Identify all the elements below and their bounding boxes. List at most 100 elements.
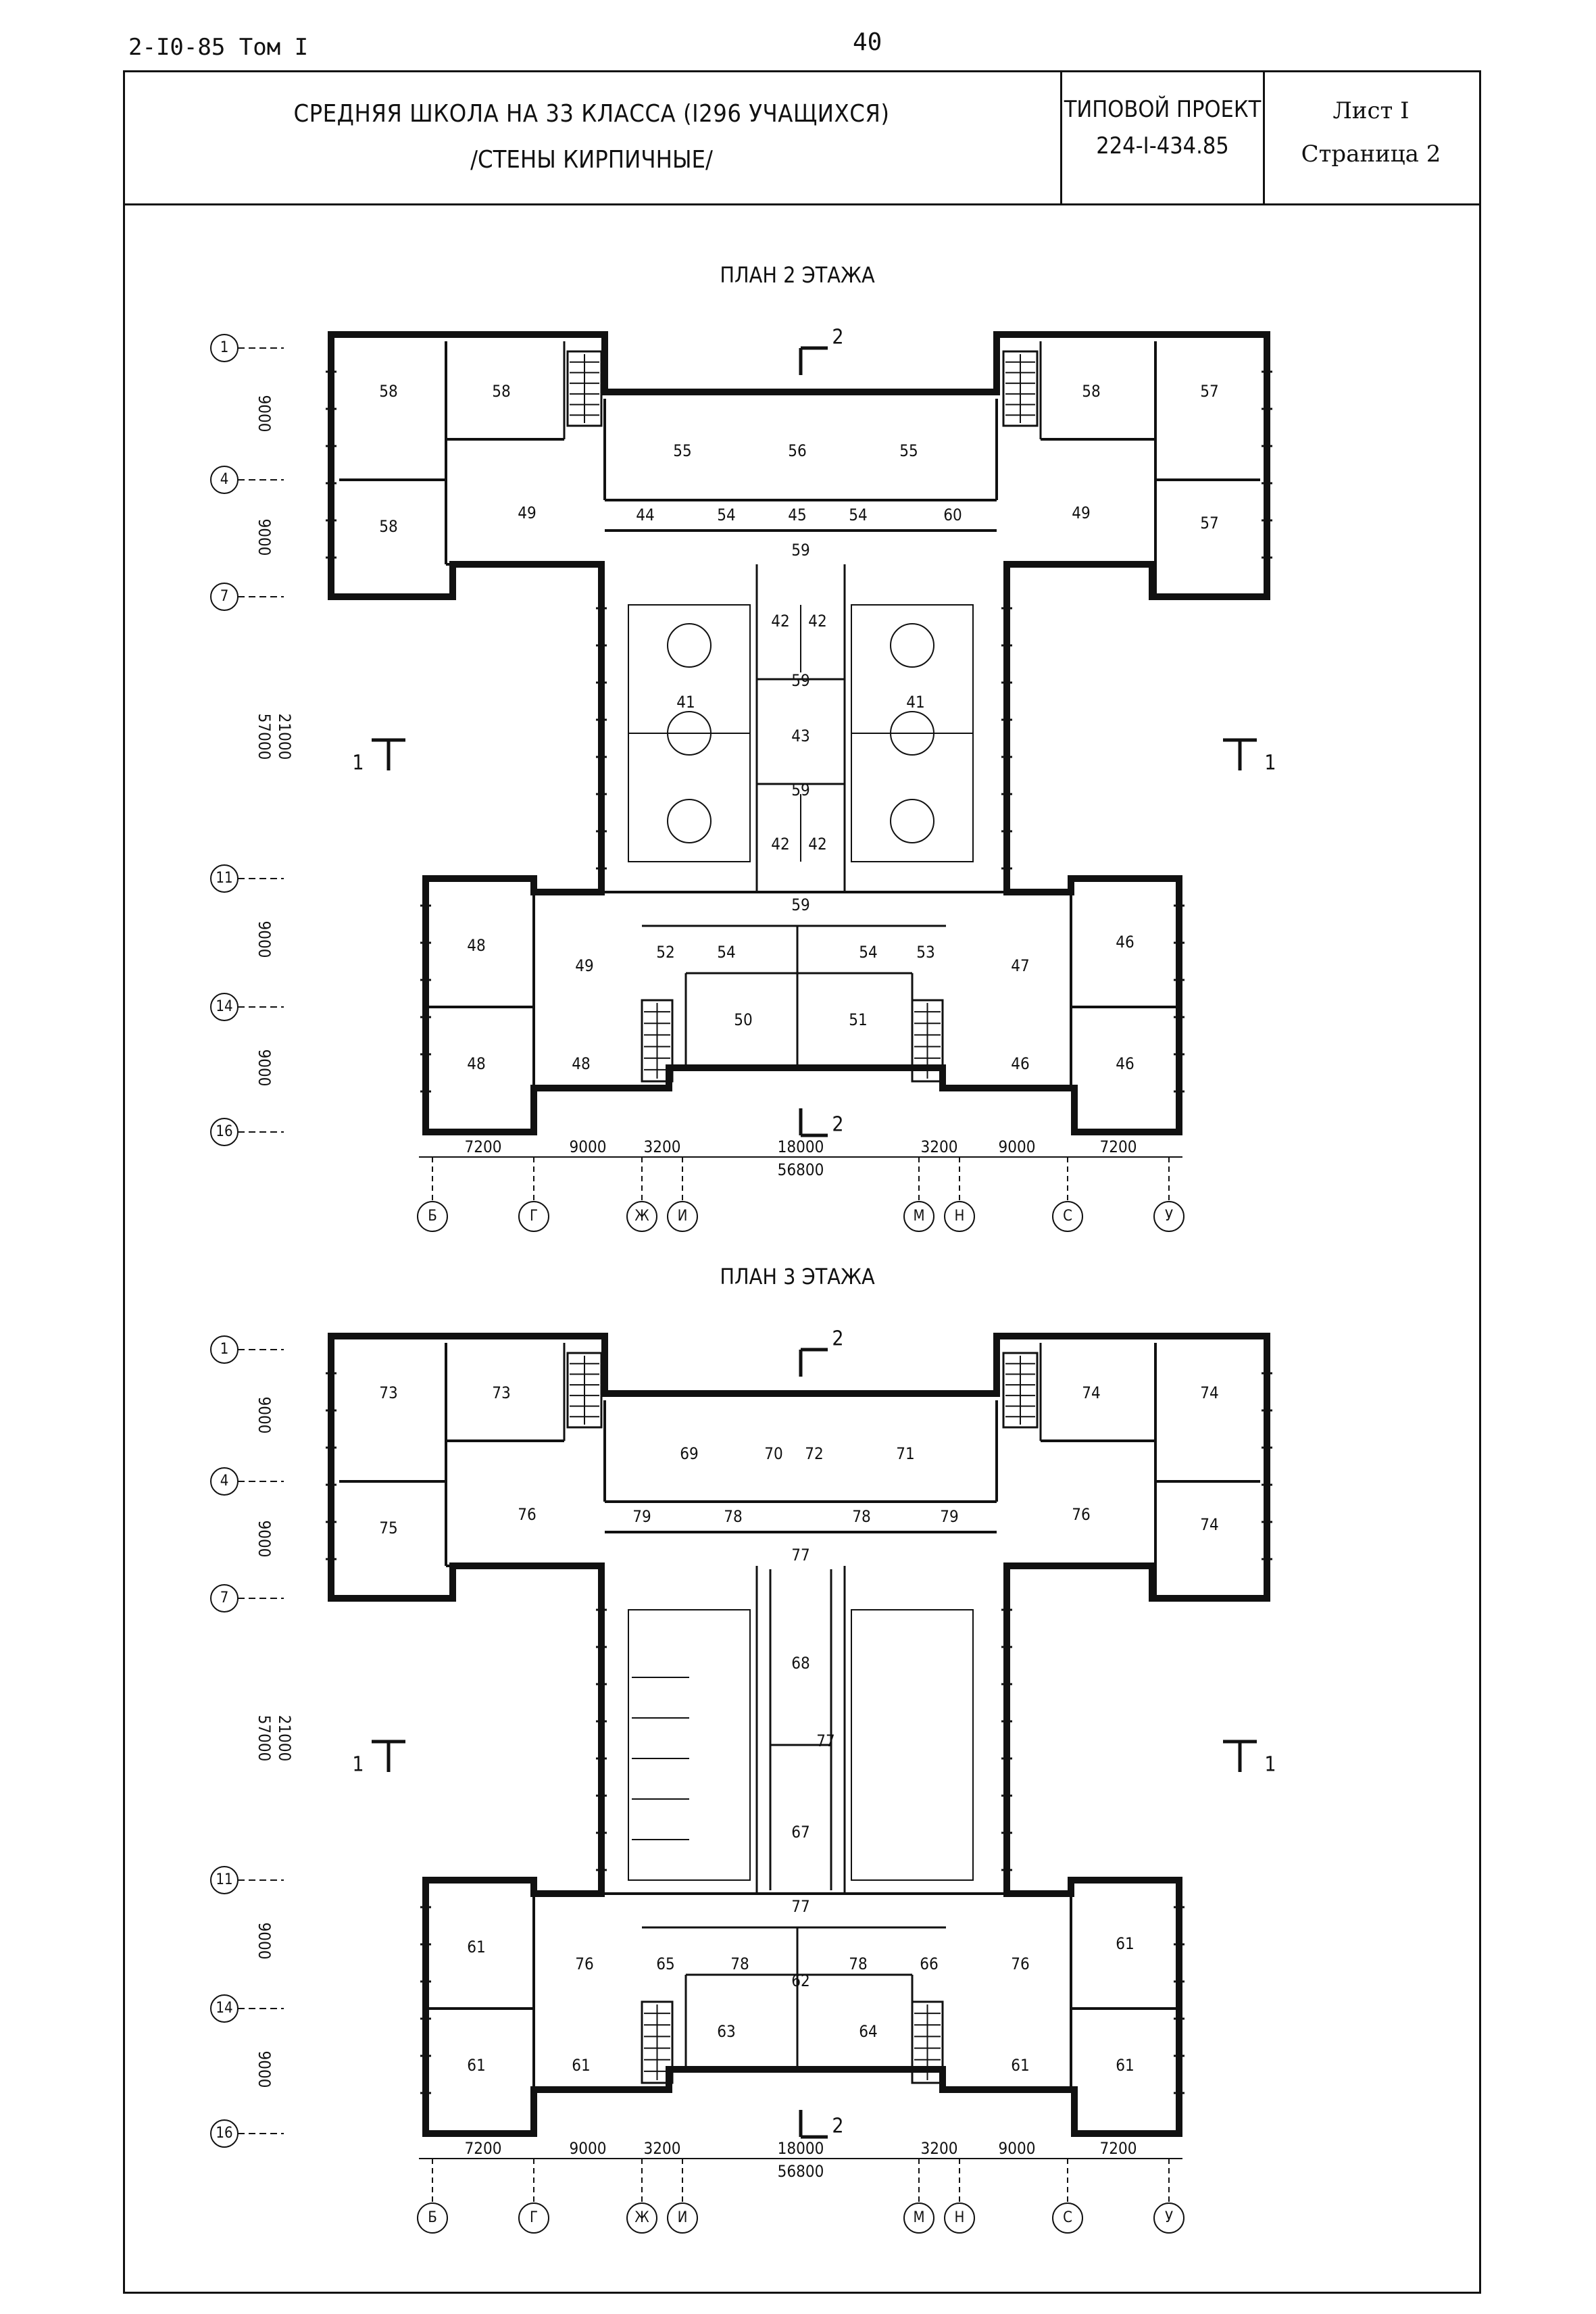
axis-bubble: [903, 2202, 934, 2234]
stair-ne: [1002, 350, 1039, 427]
court-circle: [890, 711, 934, 756]
axis-bubble: [518, 2202, 549, 2234]
stair-nw: [566, 1352, 603, 1429]
room-61: 61: [467, 2056, 485, 2075]
room-62: 62: [791, 1971, 809, 1990]
room-58: 58: [1082, 382, 1100, 401]
axis-bubble: [944, 2202, 975, 2234]
room-53: 53: [916, 943, 934, 962]
room-74: 74: [1200, 1515, 1218, 1534]
axis-label: Ж: [634, 2209, 649, 2226]
section-label: 2: [832, 1113, 843, 1137]
room-59: 59: [791, 541, 809, 560]
axis-bubble: [667, 1201, 698, 1232]
axis-label: Ж: [634, 1208, 649, 1225]
dim-label: 18000: [778, 1137, 824, 1156]
section-label: 2: [832, 1327, 843, 1351]
room-75: 75: [379, 1519, 397, 1537]
room-46: 46: [1011, 1054, 1029, 1073]
axis-label: 1: [220, 339, 229, 356]
stair-ne: [1002, 1352, 1039, 1429]
dim-label: 57000: [255, 1715, 274, 1762]
room-48: 48: [467, 936, 485, 955]
room-54: 54: [849, 506, 867, 524]
room-54: 54: [717, 506, 735, 524]
room-52: 52: [656, 943, 674, 962]
axis-label: 14: [216, 998, 232, 1015]
axis-bubble: [1052, 1201, 1083, 1232]
axis-label: 16: [216, 1123, 232, 1140]
room-76: 76: [575, 1954, 593, 1973]
dim-label: 9000: [255, 519, 274, 556]
room-42: 42: [808, 612, 826, 631]
room-49: 49: [518, 503, 536, 522]
room-59: 59: [791, 781, 809, 799]
room-77: 77: [816, 1731, 834, 1750]
axis-bubble: [417, 2202, 448, 2234]
room-54: 54: [717, 943, 735, 962]
page-number: 40: [853, 28, 882, 56]
page-label: Страница 2: [1301, 141, 1441, 168]
room-58: 58: [379, 382, 397, 401]
axis-label: С: [1063, 1208, 1072, 1225]
room-50: 50: [734, 1010, 752, 1029]
room-42: 42: [771, 612, 789, 631]
dim-label: 9000: [255, 395, 274, 433]
room-42: 42: [771, 835, 789, 854]
section-label: 1: [352, 752, 364, 775]
axis-bubble: [626, 1201, 657, 1232]
building-outline: [328, 1333, 1270, 2137]
axis-label: 1: [220, 1341, 229, 1358]
axis-label: И: [678, 2209, 688, 2226]
room-55: 55: [673, 441, 691, 460]
room-59: 59: [791, 671, 809, 690]
room-76: 76: [518, 1505, 536, 1524]
axis-label: 16: [216, 2125, 232, 2142]
title-block: СРЕДНЯЯ ШКОЛА НА 33 КЛАССА (I296 УЧАЩИХС…: [123, 70, 1481, 205]
dim-label: 3200: [921, 1137, 958, 1156]
dim-label: 21000: [275, 714, 294, 760]
title-cell: СРЕДНЯЯ ШКОЛА НА 33 КЛАССА (I296 УЧАЩИХС…: [123, 70, 1062, 203]
room-77: 77: [791, 1897, 809, 1916]
axis-label: 14: [216, 2000, 232, 2017]
stair-sw: [641, 999, 674, 1083]
axis-label: И: [678, 1208, 688, 1225]
room-41: 41: [906, 693, 924, 712]
room-71: 71: [896, 1444, 914, 1463]
axis-label: Б: [428, 1208, 437, 1225]
room-65: 65: [656, 1954, 674, 1973]
axis-bubble: [626, 2202, 657, 2234]
axis-label: Н: [955, 2209, 965, 2226]
room-42: 42: [808, 835, 826, 854]
room-76: 76: [1072, 1505, 1090, 1524]
axis-label: 11: [216, 1871, 232, 1888]
axis-bubble: [518, 1201, 549, 1232]
axis-bubble: [417, 1201, 448, 1232]
room-58: 58: [379, 517, 397, 536]
room-49: 49: [575, 956, 593, 975]
drawing-subtitle: /СТЕНЫ КИРПИЧНЫЕ/: [470, 146, 713, 174]
dim-label: 9000: [255, 1397, 274, 1434]
room-59: 59: [791, 895, 809, 914]
room-79: 79: [940, 1507, 958, 1526]
dim-label: 9000: [570, 1137, 607, 1156]
court-circle: [667, 711, 712, 756]
dim-label: 57000: [255, 714, 274, 760]
court-key: [890, 799, 934, 843]
room-73: 73: [492, 1383, 510, 1402]
axis-bubble: [1153, 1201, 1184, 1232]
room-79: 79: [632, 1507, 651, 1526]
room-73: 73: [379, 1383, 397, 1402]
section-label: 2: [832, 2115, 843, 2138]
room-61: 61: [1011, 2056, 1029, 2075]
room-78: 78: [852, 1507, 870, 1526]
dim-label: 9000: [255, 1050, 274, 1087]
room-61: 61: [572, 2056, 590, 2075]
axis-label: М: [913, 1208, 924, 1225]
room-57: 57: [1200, 382, 1218, 401]
room-45: 45: [788, 506, 806, 524]
dim-total: 56800: [778, 2162, 824, 2181]
room-61: 61: [1116, 1934, 1134, 1953]
